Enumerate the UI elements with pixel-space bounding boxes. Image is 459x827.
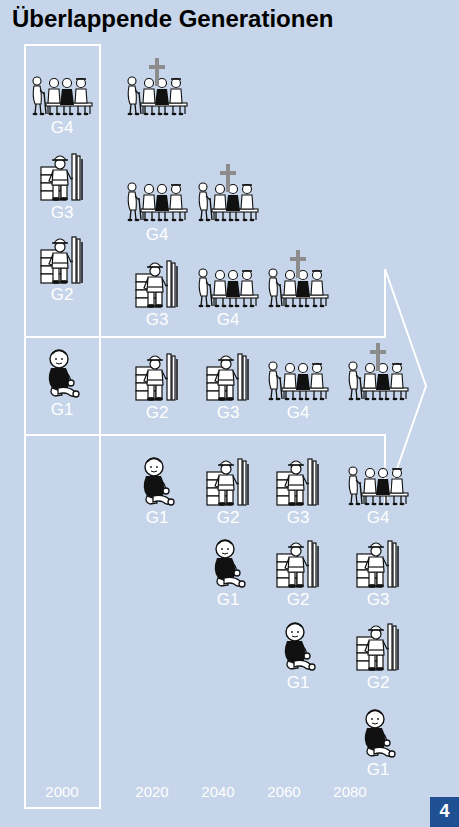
worker-figure (207, 354, 248, 401)
elders-figure (349, 467, 409, 505)
generation-label: G1 (287, 674, 310, 693)
worker-figure (357, 624, 398, 671)
baby-figure (144, 458, 174, 505)
generation-text: G4 (367, 509, 390, 528)
baby-figure (49, 350, 79, 397)
year-2000-frame (25, 45, 100, 808)
baby-figure (285, 623, 315, 670)
elders-figure (33, 77, 93, 115)
cross-symbol (149, 58, 165, 86)
generation-label: G2 (51, 286, 74, 305)
generation-label: G2 (287, 591, 310, 610)
generation-text: G2 (51, 286, 74, 305)
cross-symbol (290, 250, 306, 278)
generation-label: G3 (287, 509, 310, 528)
generation-label: G1 (146, 509, 169, 528)
title-block: Überlappende Generationen (12, 5, 333, 33)
year-label: 2060 (267, 784, 300, 801)
generation-text: G3 (287, 509, 310, 528)
generation-label: G3 (217, 404, 240, 423)
worker-figure (357, 541, 398, 588)
worker-figure (136, 261, 177, 308)
generation-label: G2 (217, 509, 240, 528)
year-label: 2020 (135, 784, 168, 801)
generation-label: G3 (51, 204, 74, 223)
worker-figure (136, 354, 177, 401)
generation-text: G3 (51, 204, 74, 223)
generation-label: G3 (367, 591, 390, 610)
generation-label: G4 (146, 226, 169, 245)
generation-label: G4 (217, 311, 240, 330)
generation-text: G4 (217, 311, 240, 330)
page-number: 4 (439, 802, 449, 822)
worker-figure (277, 541, 318, 588)
generation-text: G3 (217, 404, 240, 423)
year-text: 2060 (267, 784, 300, 801)
elders-figure (199, 269, 259, 307)
generation-text: G4 (51, 119, 74, 138)
generation-label: G2 (146, 404, 169, 423)
baby-figure (365, 710, 395, 757)
generation-label: G3 (146, 311, 169, 330)
generation-text: G3 (367, 591, 390, 610)
year-label: 2080 (333, 784, 366, 801)
year-text: 2000 (45, 784, 78, 801)
cross-symbol (220, 164, 236, 192)
generation-label: G1 (367, 761, 390, 780)
year-label: 2000 (45, 784, 78, 801)
generation-text: G2 (367, 674, 390, 693)
elders-figure (269, 362, 329, 400)
year-label: 2040 (201, 784, 234, 801)
generation-label: G4 (51, 119, 74, 138)
worker-figure (41, 237, 82, 284)
page-number-box: 4 (430, 797, 459, 827)
generation-text: G1 (367, 761, 390, 780)
generation-label: G4 (367, 509, 390, 528)
generation-label: G1 (51, 401, 74, 420)
baby-figure (215, 540, 245, 587)
generation-text: G2 (217, 509, 240, 528)
generation-text: G2 (287, 591, 310, 610)
year-text: 2020 (135, 784, 168, 801)
generation-text: G1 (146, 509, 169, 528)
generation-text: G4 (146, 226, 169, 245)
generation-text: G1 (217, 591, 240, 610)
generation-label: G4 (287, 404, 310, 423)
elders-figure (128, 183, 188, 221)
worker-figure (207, 459, 248, 506)
worker-figure (41, 154, 82, 201)
generation-text: G3 (146, 311, 169, 330)
generation-label: G1 (217, 591, 240, 610)
generation-text: G1 (51, 401, 74, 420)
diagram-title: Überlappende Generationen (12, 5, 333, 33)
year-text: 2080 (333, 784, 366, 801)
year-text: 2040 (201, 784, 234, 801)
generation-label: G2 (367, 674, 390, 693)
cross-symbol (370, 343, 386, 371)
generation-text: G2 (146, 404, 169, 423)
generation-text: G4 (287, 404, 310, 423)
worker-figure (277, 459, 318, 506)
generation-text: G1 (287, 674, 310, 693)
